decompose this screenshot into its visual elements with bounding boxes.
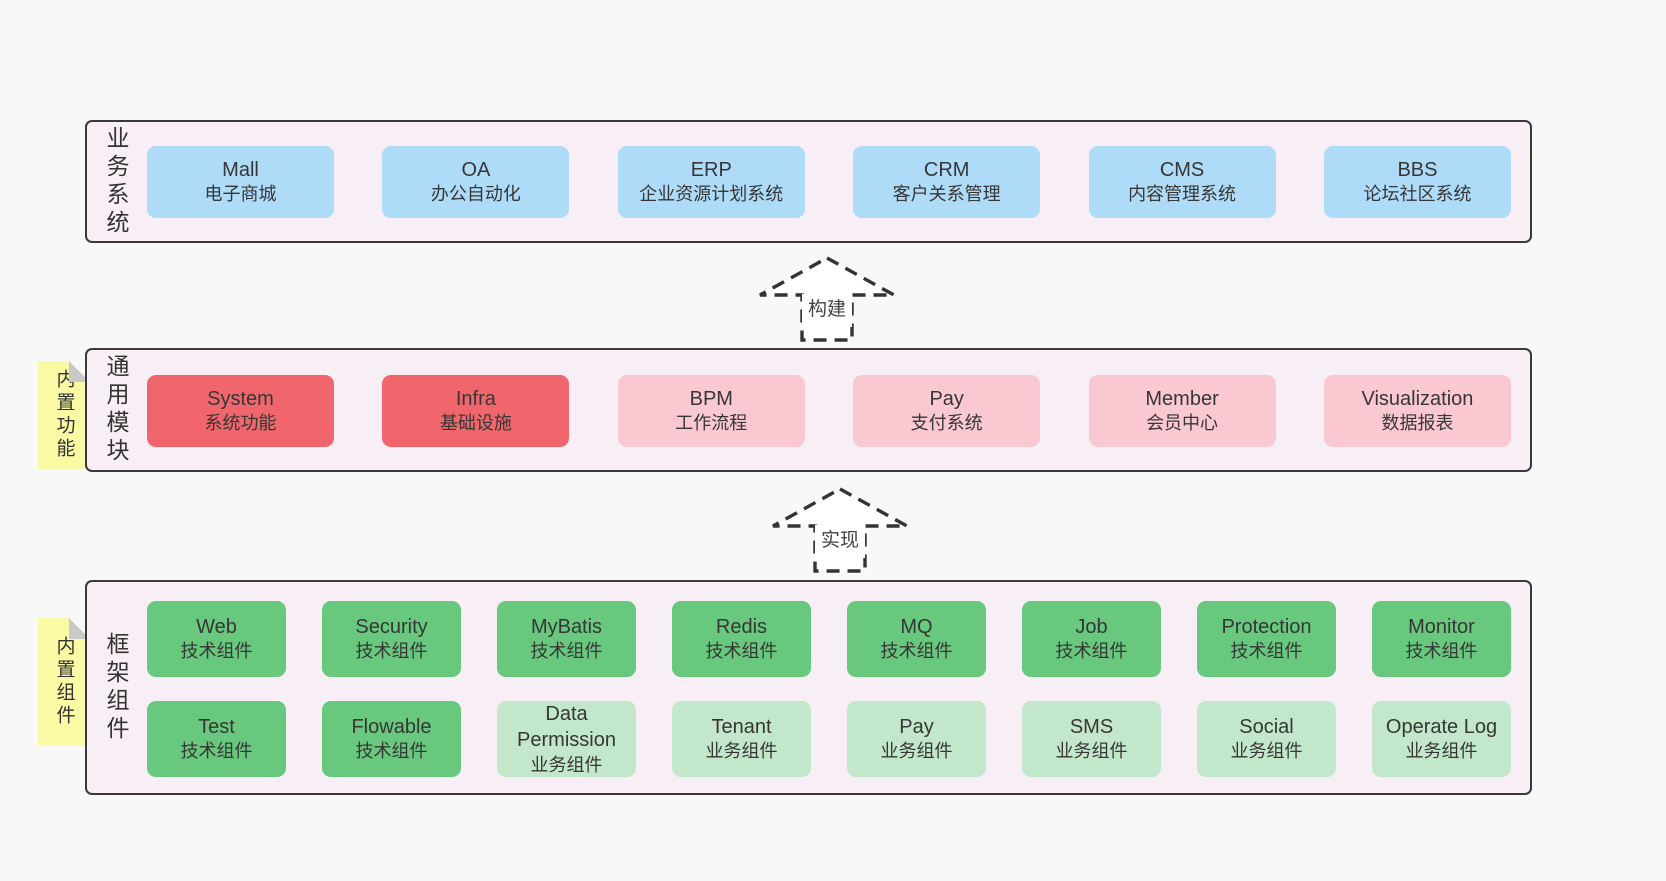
box-mq: MQ 技术组件 (847, 601, 986, 677)
box-protection: Protection 技术组件 (1197, 601, 1336, 677)
framework-components-row-1: Web 技术组件 Security 技术组件 MyBatis 技术组件 Redi… (147, 601, 1511, 677)
section-business-systems: 业务系统 Mall 电子商城 OA 办公自动化 ERP 企业资源计划系统 CRM… (85, 120, 1532, 243)
section-label-business-systems: 业务系统 (103, 125, 129, 238)
box-crm: CRM 客户关系管理 (853, 146, 1041, 218)
box-mall: Mall 电子商城 (147, 146, 334, 218)
box-job: Job 技术组件 (1022, 601, 1161, 677)
section-framework-components: 框架组件 Web 技术组件 Security 技术组件 MyBatis 技术组件… (85, 580, 1532, 795)
box-monitor: Monitor 技术组件 (1372, 601, 1511, 677)
box-pay: Pay 支付系统 (853, 375, 1041, 447)
box-security: Security 技术组件 (322, 601, 461, 677)
sticky-tab-label: 内置功能 (53, 369, 75, 461)
box-bpm: BPM 工作流程 (617, 375, 805, 447)
box-test: Test 技术组件 (147, 701, 286, 777)
business-systems-row: Mall 电子商城 OA 办公自动化 ERP 企业资源计划系统 CRM 客户关系… (147, 146, 1511, 218)
arrow-implement: 实现 (772, 487, 908, 573)
box-operate-log: Operate Log 业务组件 (1372, 701, 1511, 777)
section-label-common-modules: 通用模块 (103, 354, 129, 466)
box-sms: SMS 业务组件 (1022, 701, 1161, 777)
sticky-tab-label: 内置组件 (53, 636, 75, 728)
box-social: Social 业务组件 (1197, 701, 1336, 777)
box-redis: Redis 技术组件 (672, 601, 811, 677)
box-mybatis: MyBatis 技术组件 (497, 601, 636, 677)
box-web: Web 技术组件 (147, 601, 286, 677)
common-modules-row: System 系统功能 Infra 基础设施 BPM 工作流程 Pay 支付系统… (147, 375, 1511, 447)
arrow-label: 构建 (808, 298, 846, 320)
box-flowable: Flowable 技术组件 (322, 701, 461, 777)
sticky-tab-built-in-components: 内置组件 (38, 618, 90, 746)
box-visualization: Visualization 数据报表 (1323, 375, 1511, 447)
box-member: Member 会员中心 (1088, 375, 1276, 447)
section-common-modules: 通用模块 System 系统功能 Infra 基础设施 BPM 工作流程 Pay… (85, 348, 1532, 472)
box-data-permission: Data Permission 业务组件 (497, 701, 636, 777)
box-erp: ERP 企业资源计划系统 (617, 146, 805, 218)
sticky-tab-built-in-features: 内置功能 (38, 361, 90, 469)
box-bbs: BBS 论坛社区系统 (1323, 146, 1511, 218)
arrow-build: 构建 (759, 256, 895, 342)
box-oa: OA 办公自动化 (382, 146, 570, 218)
section-label-framework-components: 框架组件 (103, 631, 129, 744)
framework-components-row-2: Test 技术组件 Flowable 技术组件 Data Permission … (147, 701, 1511, 777)
arrow-label: 实现 (821, 529, 859, 551)
box-cms: CMS 内容管理系统 (1088, 146, 1276, 218)
box-infra: Infra 基础设施 (382, 375, 570, 447)
box-pay-biz: Pay 业务组件 (847, 701, 986, 777)
box-system: System 系统功能 (147, 375, 334, 447)
box-tenant: Tenant 业务组件 (672, 701, 811, 777)
